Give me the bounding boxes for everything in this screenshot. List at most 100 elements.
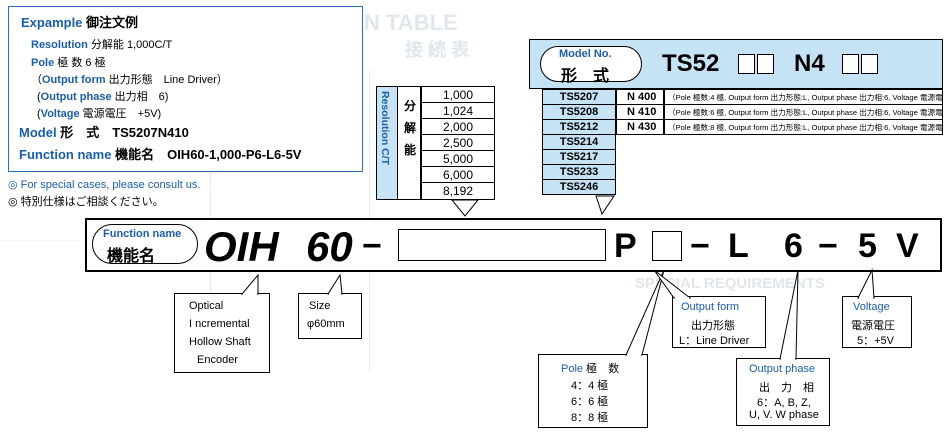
callout-voltage-line: 5：+5V	[857, 335, 894, 347]
example-pole: Pole 極 数 6 極	[31, 57, 106, 69]
model-pointer	[595, 195, 615, 216]
callout-voltage-jp: 電源電圧	[851, 320, 895, 332]
model-code-box-3	[842, 54, 859, 74]
callout-optical-pointer	[240, 273, 259, 295]
note-special-en: ◎ For special cases, please consult us.	[8, 179, 201, 191]
function-resolution-box	[398, 229, 606, 261]
resolution-values-column: 1,000 1,024 2,000 2,500 5,000 6,000 8,19…	[421, 86, 495, 200]
resolution-label-cell: Resolution C/T	[376, 86, 398, 200]
model-prefix: TS52	[662, 50, 720, 77]
example-function: Function name 機能名 OIH60-1,000-P6-L6-5V	[19, 147, 302, 162]
callout-pole-pointer	[625, 269, 665, 356]
example-resolution: Resolution 分解能 1,000C/T	[31, 39, 173, 51]
ghost-left-lines	[0, 240, 80, 390]
function-label-pill: Function name 機能名	[92, 224, 198, 265]
callout-output-form-jp: 出力形態	[691, 320, 735, 332]
resolution-jp-char: 能	[404, 143, 417, 157]
function-label-en: Function name	[103, 228, 182, 240]
model-code-box-4	[861, 54, 878, 74]
callout-optical-line: Optical	[189, 300, 224, 312]
resolution-value: 5,000	[422, 151, 494, 167]
model-n-code: N 400	[617, 90, 663, 105]
model-desc: （Pole 極数:8 極, Output form 出力形態:L, Output…	[668, 123, 942, 132]
function-pole-box	[652, 231, 682, 261]
callout-output-form: Output form 出力形態 L：Line Driver	[672, 296, 766, 348]
ghost-special-req: SPECIAL REQUIREMENTS	[635, 275, 825, 292]
function-code-60: 60	[306, 223, 353, 270]
example-output-form: （Output form 出力形態 Line Driver）	[31, 74, 228, 86]
function-six: 6	[784, 227, 803, 265]
function-dash-3: −	[818, 227, 838, 265]
function-label-jp: 機能名	[107, 248, 156, 265]
model-codes-column: TS5207 TS5208 TS5212 TS5214 TS5217 TS523…	[542, 89, 616, 195]
callout-pole-line: 8：8 極	[571, 412, 609, 424]
callout-pole-title: Pole 極 数	[561, 363, 620, 375]
callout-optical-line: Encoder	[197, 354, 238, 366]
model-code-box-1	[738, 54, 755, 74]
callout-output-form-title: Output form	[681, 301, 740, 313]
callout-output-phase: Output phase 出 力 相 6：A, B, Z, U, V. W ph…	[736, 358, 830, 426]
function-dash-1: −	[362, 227, 382, 265]
example-title: Expample 御注文例	[21, 15, 139, 30]
callout-pole-line: 6：6 極	[571, 396, 609, 408]
model-desc: （Pole 極数:4 極, Output form 出力形態:L, Output…	[665, 90, 942, 105]
note-special-jp: ◎ 特別仕様はご相談ください。	[8, 196, 164, 208]
model-label-jp: 形 式	[561, 68, 610, 85]
ghost-connection-jp: 接 続 表	[405, 40, 470, 60]
function-v: V	[896, 227, 919, 265]
function-code-oih: OIH	[204, 223, 279, 270]
callout-output-form-line: L：Line Driver	[679, 335, 750, 347]
callout-optical-line: I ncremental	[189, 318, 250, 330]
callout-output-phase-title: Output phase	[749, 363, 816, 375]
callout-voltage: Voltage 電源電圧 5：+5V	[842, 296, 912, 348]
resolution-jp-char: 分	[404, 99, 417, 113]
model-code: TS5212	[543, 120, 615, 135]
model-code: TS5233	[543, 165, 615, 180]
callout-optical-line: Hollow Shaft	[189, 336, 251, 348]
callout-output-phase-pointer	[779, 269, 799, 360]
resolution-value: 8,192	[442, 184, 474, 198]
callout-voltage-title: Voltage	[853, 301, 890, 313]
callout-size: Size φ60mm	[298, 293, 362, 339]
example-box: Expample 御注文例 Resolution 分解能 1,000C/T Po…	[8, 6, 363, 172]
example-voltage: (Voltage 電源電圧 +5V)	[37, 108, 162, 120]
callout-pole: Pole 極 数 4：4 極 6：6 極 8：8 極	[538, 354, 648, 428]
callout-voltage-pointer	[857, 268, 875, 299]
callout-output-phase-line: 6：A, B, Z,	[757, 397, 811, 409]
example-output-phase: (Output phase 出力相 6)	[37, 91, 169, 103]
resolution-label-en: Resolution C/T	[379, 91, 391, 166]
resolution-value: 2,500	[422, 135, 494, 151]
callout-output-phase-line: U, V. W phase	[749, 409, 819, 421]
function-l: L	[728, 227, 749, 265]
resolution-value: 2,000	[422, 119, 494, 135]
model-desc: （Pole 極数:6 極, Output form 出力形態:L, Output…	[665, 105, 942, 120]
function-p: P	[614, 227, 637, 265]
callout-output-phase-jp: 出 力 相	[759, 382, 814, 394]
model-code: TS5214	[543, 135, 615, 150]
model-n-code: N 410	[617, 105, 663, 120]
callout-optical: Optical I ncremental Hollow Shaft Encode…	[174, 293, 270, 373]
callout-size-pointer	[327, 273, 343, 295]
resolution-pointer	[450, 199, 480, 217]
resolution-jp-cell: 分 解 能	[397, 86, 421, 200]
model-code: TS5217	[543, 150, 615, 165]
model-desc-column: （Pole 極数:4 極, Output form 出力形態:L, Output…	[664, 89, 943, 135]
resolution-value: 1,000	[422, 87, 494, 103]
example-model: Model 形 式 TS5207N410	[19, 125, 189, 140]
resolution-value: 6,000	[422, 167, 494, 183]
callout-size-line: φ60mm	[307, 318, 345, 330]
model-code: TS5207	[543, 90, 615, 105]
model-code: TS5246	[559, 181, 599, 193]
function-five: 5	[858, 227, 877, 265]
model-middle: N4	[794, 50, 825, 77]
function-dash-2: −	[690, 227, 710, 265]
model-n-column: N 400 N 410 N 430	[616, 89, 664, 135]
callout-size-line: Size	[309, 300, 331, 312]
resolution-value: 1,024	[422, 103, 494, 119]
model-code: TS5208	[543, 105, 615, 120]
model-n-code: N 430	[627, 121, 657, 133]
model-label-pill: Model No. 形 式	[540, 46, 642, 85]
callout-pole-line: 4：4 極	[571, 380, 609, 392]
model-label-en: Model No.	[559, 48, 612, 60]
model-code-box-2	[757, 54, 774, 74]
